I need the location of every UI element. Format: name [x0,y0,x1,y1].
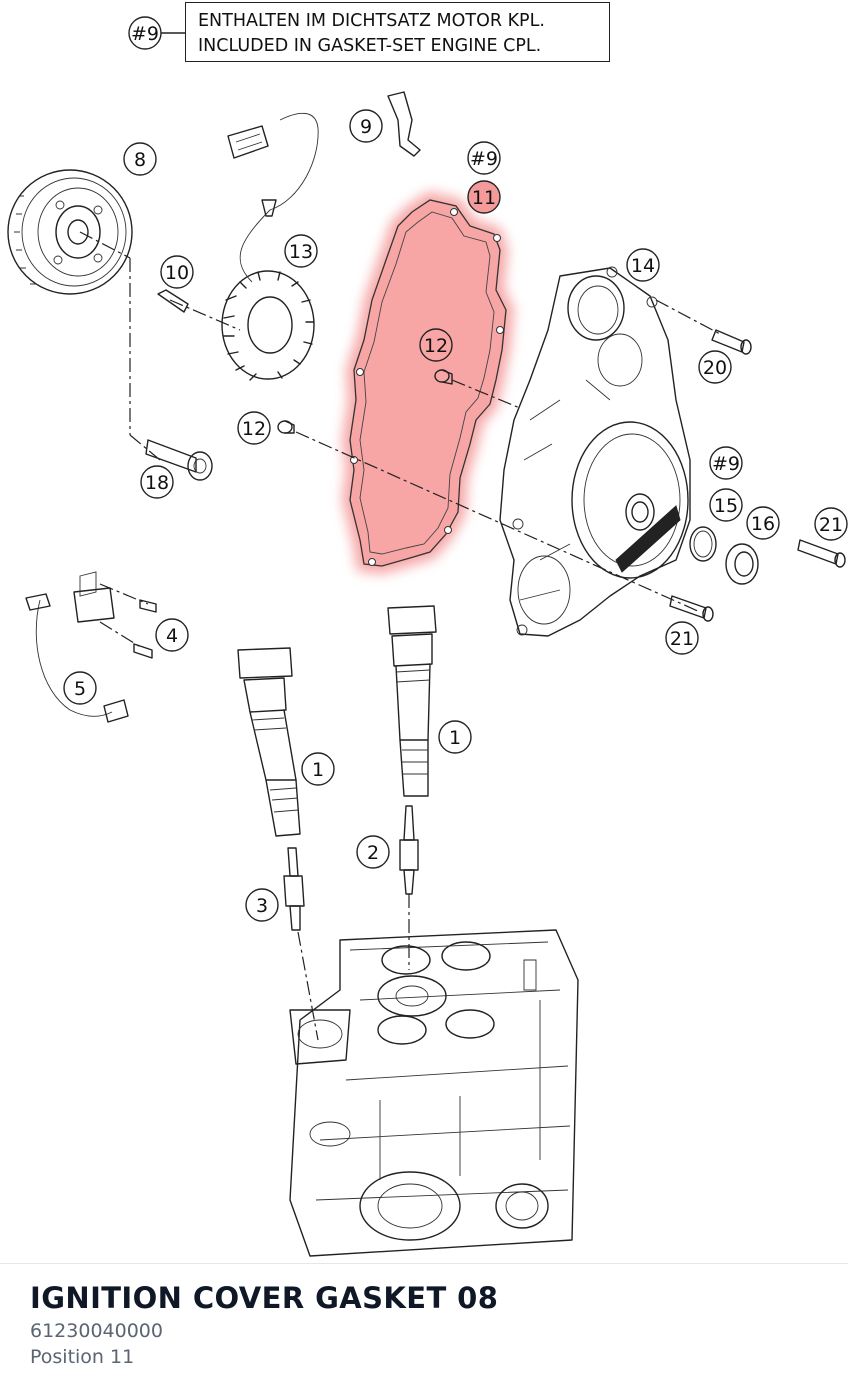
callout-12-lower[interactable]: 12 [237,411,271,445]
part-number: 61230040000 [30,1320,163,1342]
position-sensor[interactable] [25,571,129,723]
note-line-de: ENTHALTEN IM DICHTSATZ MOTOR KPL. [198,11,545,31]
svg-text:2: 2 [367,842,379,864]
cylinder-head[interactable] [289,929,579,1257]
ignition-cover-gasket[interactable] [341,191,515,575]
svg-text:16: 16 [751,513,775,535]
callout-2[interactable]: 2 [356,835,390,869]
callout-20[interactable]: 20 [698,350,732,384]
callout-15[interactable]: 15 [709,488,743,522]
svg-text:1: 1 [312,759,324,781]
callout-21-lower[interactable]: 21 [665,621,699,655]
svg-text:#9: #9 [131,23,159,45]
callout-10[interactable]: 10 [160,255,194,289]
svg-text:8: 8 [134,149,146,171]
cover-bolt-upper[interactable] [711,329,752,355]
svg-text:3: 3 [256,895,268,917]
note-ref-callout[interactable]: #9 [128,16,162,50]
svg-text:10: 10 [165,262,189,284]
exploded-parts-diagram: #9 [7,16,848,1257]
o-ring[interactable] [689,526,717,562]
callout-18[interactable]: 18 [140,465,174,499]
callout-13[interactable]: 13 [284,234,318,268]
screw-plug[interactable] [725,543,759,585]
callout-9[interactable]: 9 [349,109,383,143]
part-title: IGNITION COVER GASKET 08 [30,1281,499,1315]
svg-text:9: 9 [360,116,372,138]
ignition-coil-right[interactable] [387,605,437,797]
callout-16[interactable]: 16 [746,506,780,540]
sensor-screw-lower[interactable] [133,643,153,659]
callout-11[interactable]: 11 [467,180,501,214]
svg-text:13: 13 [289,241,313,263]
spark-plug-2[interactable] [399,805,419,895]
callout-3[interactable]: 3 [245,888,279,922]
callout-9-ref-cover[interactable]: #9 [709,446,743,480]
callout-9-ref-gasket[interactable]: #9 [467,141,501,175]
ignition-cover[interactable] [499,266,691,637]
svg-text:21: 21 [819,514,843,536]
callout-21-right[interactable]: 21 [814,507,848,541]
callout-1-left[interactable]: 1 [301,752,335,786]
cover-bolt-right[interactable] [797,539,846,568]
callout-8[interactable]: 8 [123,142,157,176]
note-box: ENTHALTEN IM DICHTSATZ MOTOR KPL. INCLUD… [185,2,610,62]
part-info-panel: IGNITION COVER GASKET 08 61230040000 Pos… [0,1263,848,1391]
svg-text:18: 18 [145,472,169,494]
spark-plug-3[interactable] [283,847,305,931]
cover-bolt-lower[interactable] [669,595,714,622]
svg-text:5: 5 [74,678,86,700]
flywheel-rotor[interactable] [7,169,133,295]
stator-connector[interactable] [227,125,269,159]
ignition-coil-left[interactable] [237,647,301,837]
dowel-pin-lower[interactable] [277,420,295,434]
note-line-en: INCLUDED IN GASKET-SET ENGINE CPL. [198,36,542,56]
dowel-pin-upper[interactable] [434,369,453,385]
callout-1-right[interactable]: 1 [438,720,472,754]
svg-text:12: 12 [242,418,266,440]
svg-text:12: 12 [424,335,448,357]
svg-text:20: 20 [703,357,727,379]
callout-4[interactable]: 4 [155,618,189,652]
svg-text:11: 11 [472,187,496,209]
part-position: Position 11 [30,1346,135,1368]
callout-5[interactable]: 5 [63,671,97,705]
callout-14[interactable]: 14 [626,248,660,282]
svg-text:21: 21 [670,628,694,650]
callout-12-upper[interactable]: 12 [419,328,453,362]
sensor-screw-upper[interactable] [139,599,157,613]
svg-text:1: 1 [449,727,461,749]
cable-bracket[interactable] [387,91,421,157]
svg-text:#9: #9 [712,453,740,475]
stator[interactable] [221,270,315,381]
svg-text:4: 4 [166,625,178,647]
flywheel-bolt[interactable] [145,439,213,481]
svg-text:#9: #9 [470,148,498,170]
svg-text:15: 15 [714,495,738,517]
svg-text:14: 14 [631,255,655,277]
stator-screw[interactable] [157,289,189,313]
